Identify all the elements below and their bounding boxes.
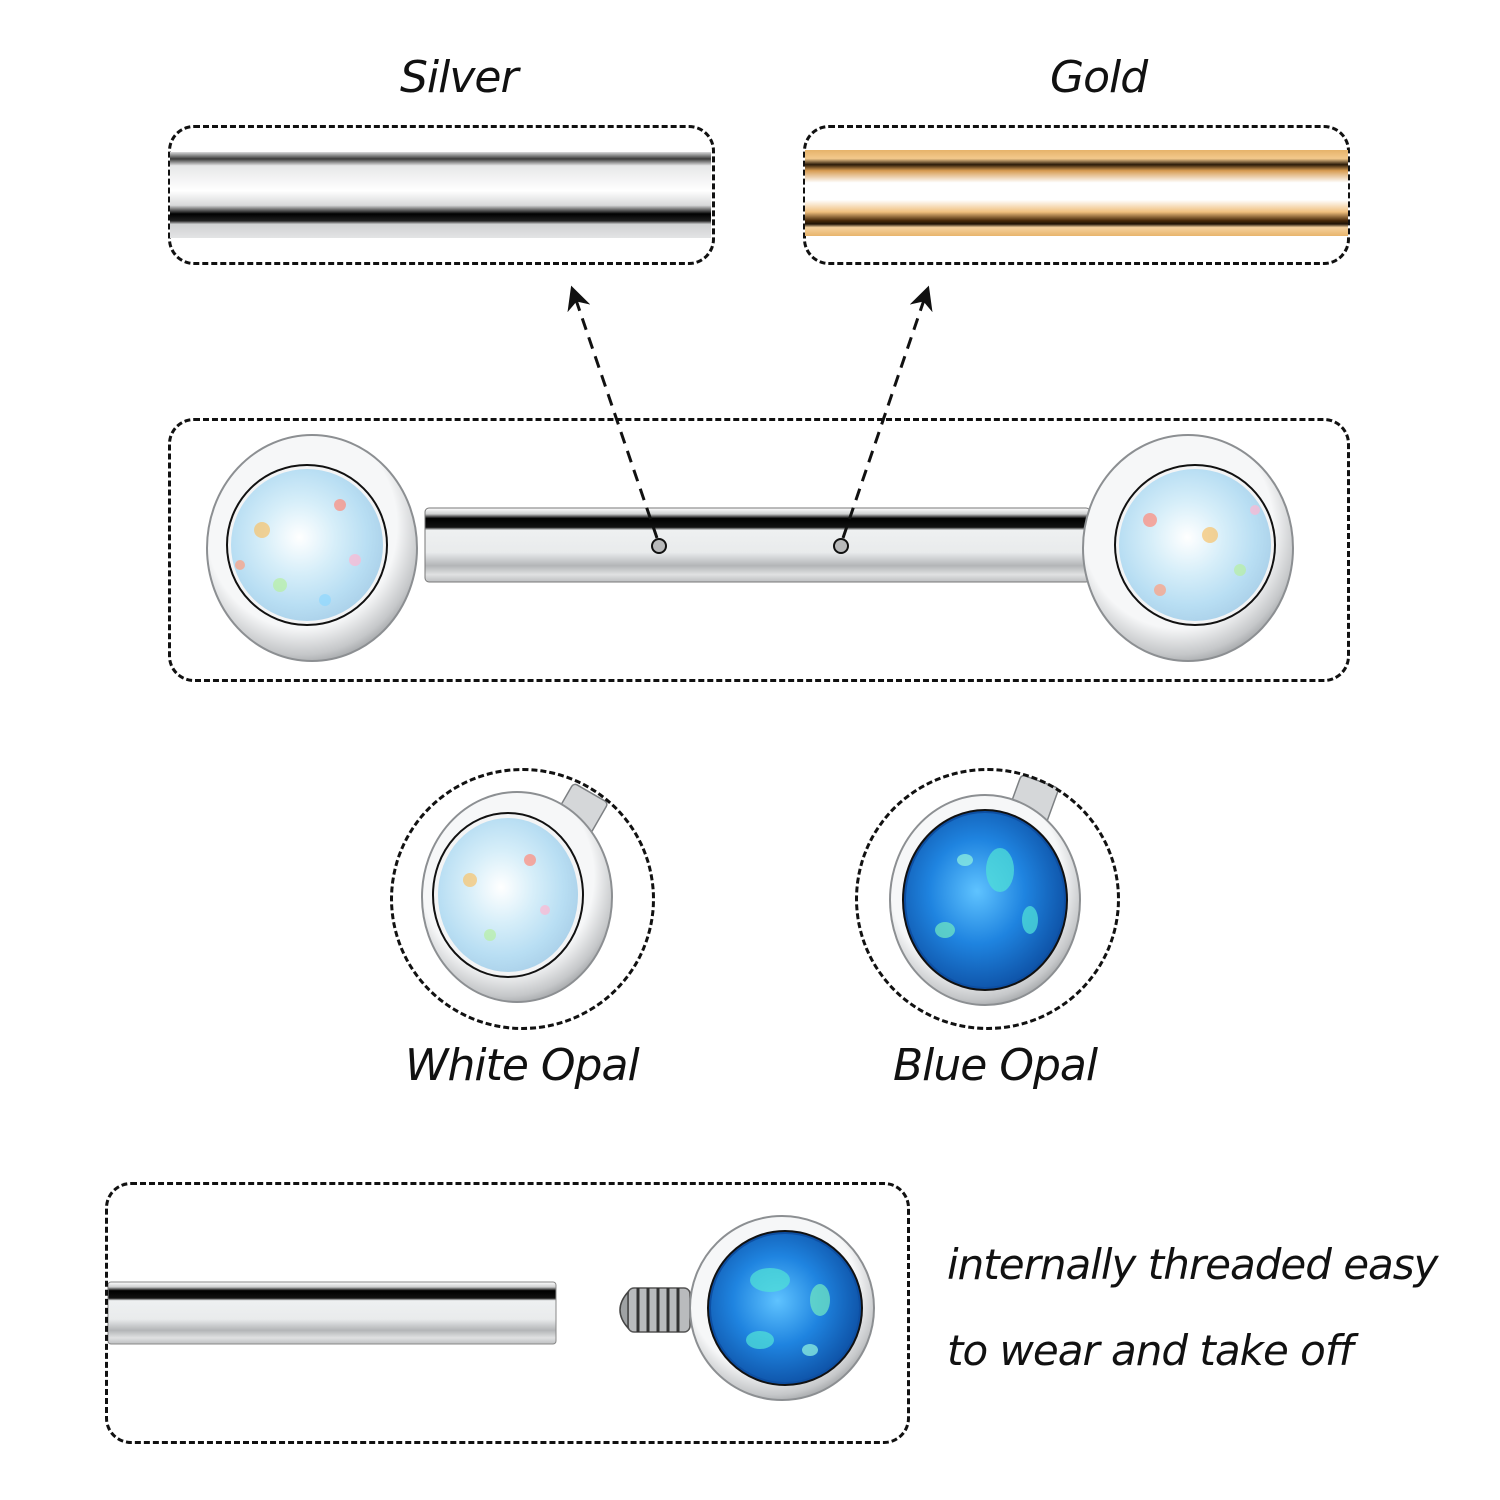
feature-text-line-2: to wear and take off <box>947 1326 1353 1375</box>
arrow-to-gold <box>833 285 933 554</box>
blue-opal-circle-frame <box>855 768 1120 1030</box>
right-opal-ball <box>1082 434 1294 662</box>
white-opal-circle-frame <box>390 768 655 1030</box>
gold-bar-swatch-frame <box>803 125 1350 265</box>
threaded-blue-opal <box>619 1215 875 1401</box>
barbell-frame <box>168 418 1350 682</box>
silver-label: Silver <box>400 52 519 103</box>
left-opal-ball <box>206 434 418 662</box>
bottom-bar-piece <box>107 1281 557 1345</box>
threading-detail-frame <box>105 1182 910 1444</box>
gold-bar-swatch <box>805 150 1348 236</box>
silver-bar-swatch <box>170 152 711 238</box>
feature-text-line-1: internally threaded easy <box>947 1240 1439 1289</box>
barbell-bar <box>424 507 1091 583</box>
gold-label: Gold <box>1050 52 1148 103</box>
thread-pin <box>619 1287 691 1333</box>
silver-bar-swatch-frame <box>168 125 715 265</box>
blue-opal-label: Blue Opal <box>893 1040 1098 1091</box>
arrow-to-silver <box>567 285 667 554</box>
white-opal-label: White Opal <box>405 1040 640 1091</box>
